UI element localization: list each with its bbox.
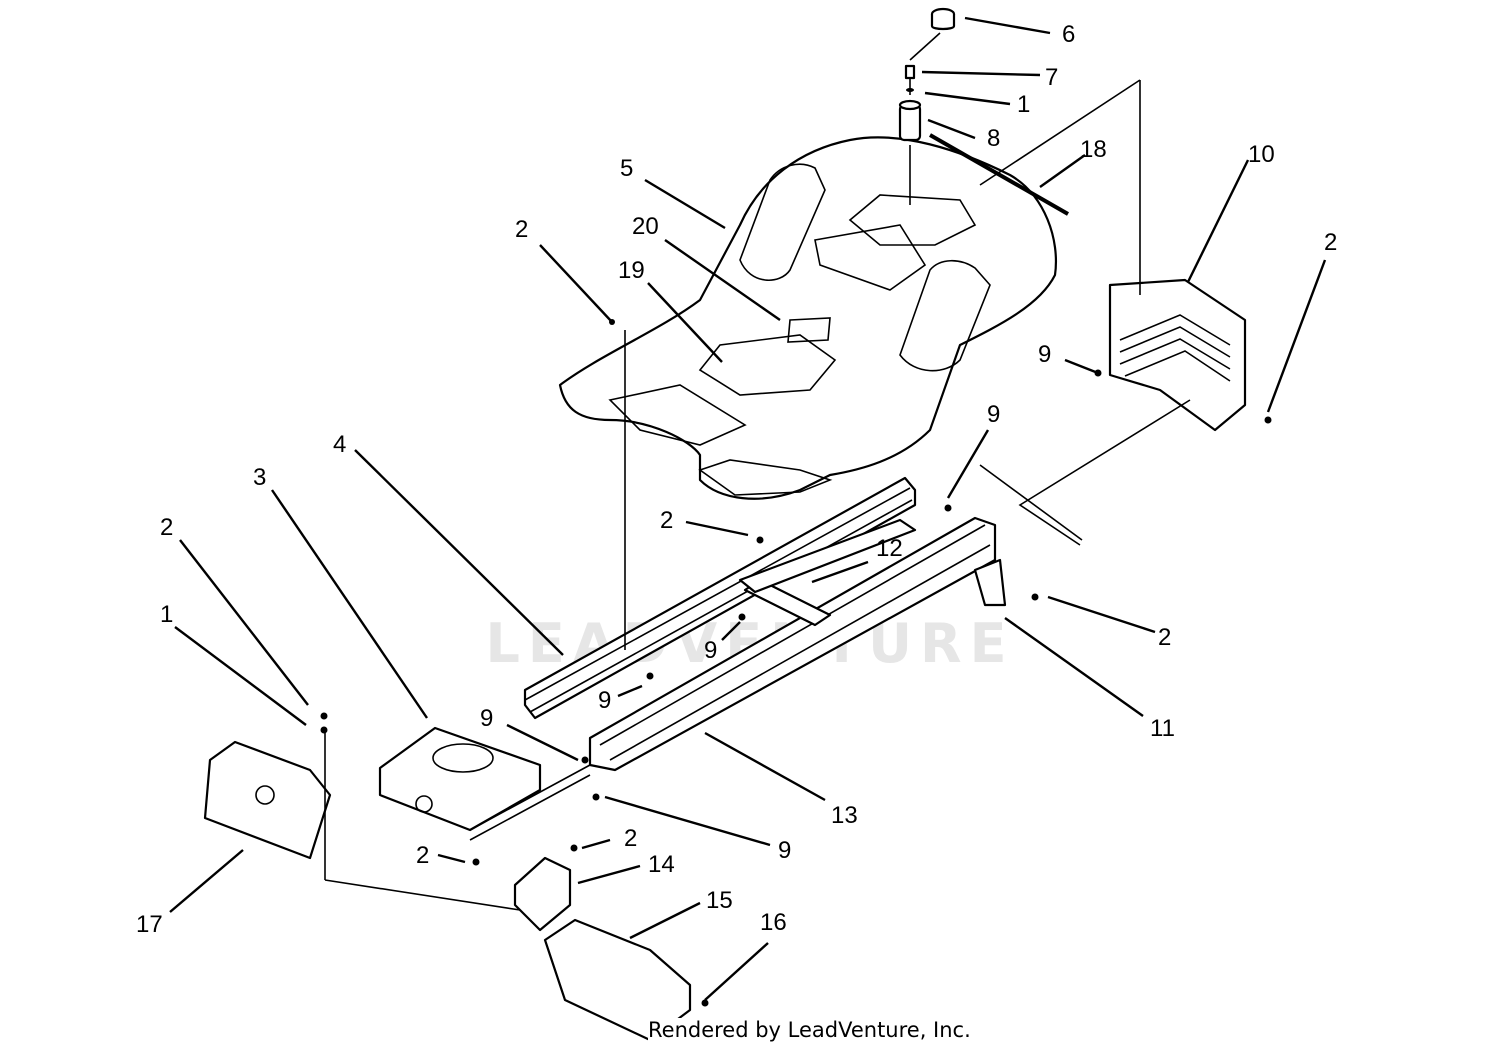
- front-bracket-17: [203, 730, 521, 911]
- callout-17: 17: [136, 911, 163, 938]
- callout-labels: 6 7 1 8 18 10 5 2 20 19 2 9 9 4 3 2 12 2…: [136, 21, 1337, 938]
- leader-lines: [169, 16, 1327, 1001]
- callout-15: 15: [706, 887, 733, 914]
- rear-cover: [979, 79, 1247, 432]
- callout-13: 13: [831, 802, 858, 829]
- callout-2: 2: [624, 825, 637, 852]
- callout-12: 12: [876, 535, 903, 562]
- callout-9: 9: [480, 705, 493, 732]
- callout-1: 1: [1017, 91, 1030, 118]
- callout-2: 2: [160, 514, 173, 541]
- callout-14: 14: [648, 851, 675, 878]
- callout-2: 2: [515, 216, 528, 243]
- callout-18: 18: [1080, 136, 1107, 163]
- callout-2: 2: [660, 507, 673, 534]
- front-plate-3: [378, 726, 591, 841]
- callout-4: 4: [333, 431, 346, 458]
- hood-cover-15: [543, 918, 692, 1042]
- callout-11: 11: [1150, 715, 1175, 742]
- rod-18: [929, 133, 1069, 216]
- callout-9: 9: [778, 837, 791, 864]
- hood-hinge-14: [513, 856, 572, 932]
- callout-9: 9: [704, 637, 717, 664]
- fender-body: [558, 136, 1057, 500]
- seat-knob-assembly: [898, 7, 956, 205]
- callout-10: 10: [1248, 141, 1275, 168]
- callout-19: 19: [618, 257, 645, 284]
- callout-3: 3: [253, 464, 266, 491]
- callout-9: 9: [598, 687, 611, 714]
- credit-text: Rendered by LeadVenture, Inc.: [648, 1018, 971, 1042]
- frame-rail-4: [523, 476, 917, 720]
- fastener-dots: [320, 319, 1272, 1007]
- callout-6: 6: [1062, 21, 1075, 48]
- cross-member-12: [738, 518, 917, 627]
- callout-9: 9: [987, 401, 1000, 428]
- callout-16: 16: [760, 909, 787, 936]
- callout-2: 2: [1158, 624, 1171, 651]
- callout-20: 20: [632, 213, 659, 240]
- callout-5: 5: [620, 155, 633, 182]
- callout-2: 2: [416, 842, 429, 869]
- callout-9: 9: [1038, 341, 1051, 368]
- callout-2: 2: [1324, 229, 1337, 256]
- callout-8: 8: [987, 125, 1000, 152]
- callout-1: 1: [160, 601, 173, 628]
- callout-7: 7: [1045, 64, 1058, 91]
